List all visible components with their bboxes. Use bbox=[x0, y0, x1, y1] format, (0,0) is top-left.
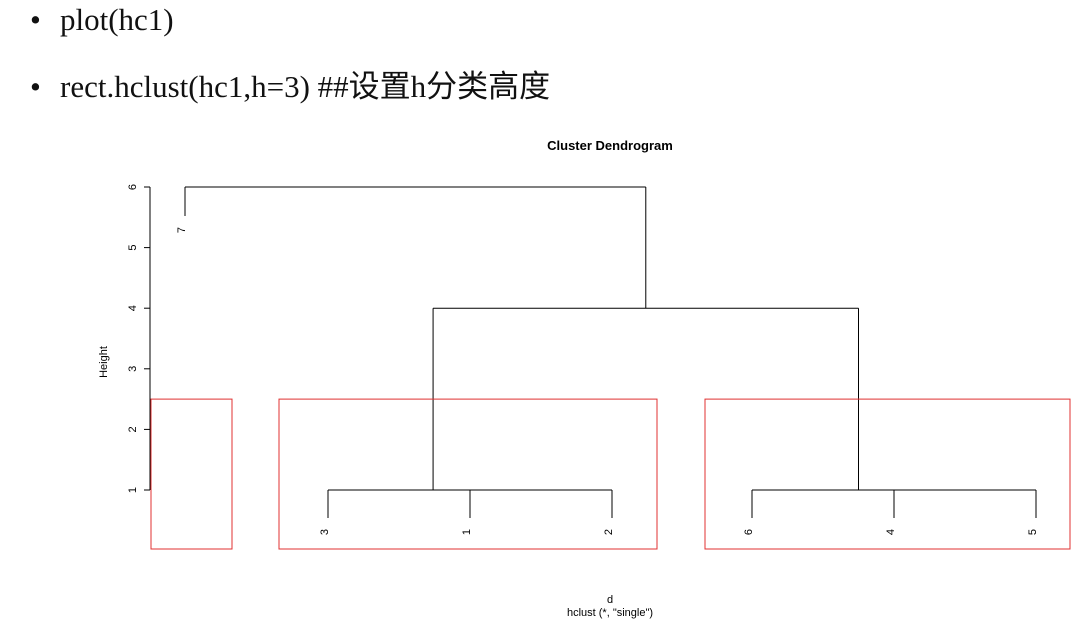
y-axis-label: Height bbox=[98, 346, 110, 378]
cluster-box bbox=[150, 398, 233, 550]
bullet-line-1: • plot(hc1) bbox=[30, 2, 174, 38]
cluster-box bbox=[704, 398, 1071, 550]
bullet-line-2: • rect.hclust(hc1,h=3) ##设置h分类高度 bbox=[30, 61, 550, 106]
leaf-label: 2 bbox=[603, 529, 615, 535]
leaf-label: 5 bbox=[1027, 529, 1039, 535]
leaf-label: 6 bbox=[743, 529, 755, 535]
cluster-box bbox=[278, 398, 658, 550]
y-tick-label: 2 bbox=[127, 426, 139, 432]
bullet-marker: • bbox=[30, 69, 41, 104]
leaf-label: 1 bbox=[461, 529, 473, 535]
y-tick-label: 3 bbox=[127, 366, 139, 372]
code-bullets: • plot(hc1) • rect.hclust(hc1,h=3) ##设置h分类… bbox=[0, 0, 1086, 120]
bullet-marker: • bbox=[30, 2, 41, 37]
leaf-label: 3 bbox=[319, 529, 331, 535]
plot-area: 1 2 3 4 5 6 7 3 1 2 6 4 5 bbox=[127, 184, 1071, 550]
y-tick-label: 4 bbox=[127, 305, 139, 311]
chart-title: Cluster Dendrogram bbox=[547, 138, 673, 153]
leaf-label: 7 bbox=[176, 227, 188, 233]
bullet-text: rect.hclust(hc1,h=3) ##设置h分类高度 bbox=[60, 69, 551, 104]
x-axis-sublabel: hclust (*, "single") bbox=[567, 607, 653, 619]
y-tick-label: 5 bbox=[127, 245, 139, 251]
x-axis-label: d bbox=[607, 594, 613, 606]
y-tick-label: 6 bbox=[127, 184, 139, 190]
leaf-label: 4 bbox=[885, 529, 897, 535]
y-tick-label: 1 bbox=[127, 487, 139, 493]
bullet-text: plot(hc1) bbox=[60, 2, 174, 37]
